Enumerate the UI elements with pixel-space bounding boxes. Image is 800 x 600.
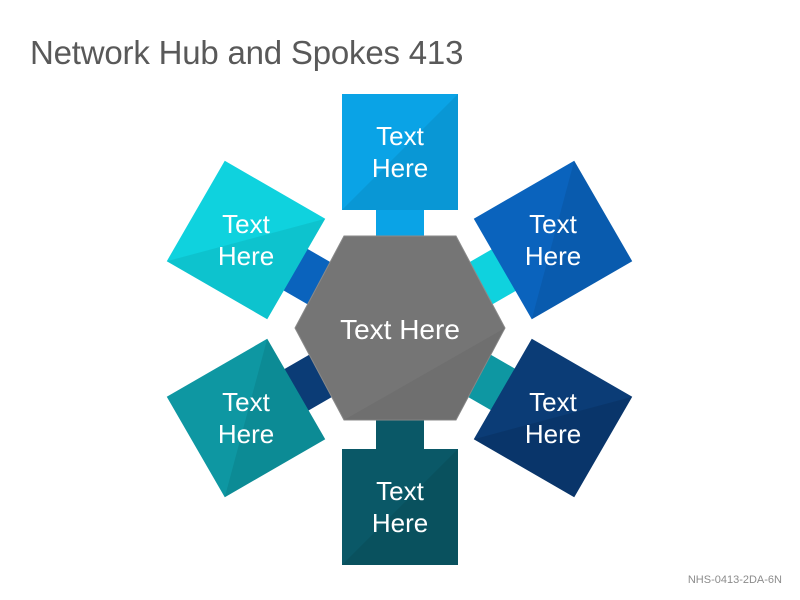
spoke-node-top: Text Here bbox=[342, 94, 458, 210]
spoke-label-lower-right-line-2: Here bbox=[525, 419, 581, 449]
spoke-label-upper-left-line-1: Text bbox=[222, 209, 270, 239]
spoke-node-upper-left: Text Here bbox=[166, 160, 326, 320]
hub-hexagon bbox=[294, 235, 506, 421]
page-title: Network Hub and Spokes 413 bbox=[30, 34, 464, 71]
spoke-label-upper-right-line-1: Text bbox=[529, 209, 577, 239]
spoke-node-lower-right: Text Here bbox=[473, 338, 633, 498]
hub-label: Text Here bbox=[340, 314, 460, 345]
hub-node: Text Here bbox=[294, 235, 506, 421]
spoke-label-top-line-2: Here bbox=[372, 153, 428, 183]
spoke-label-lower-right-line-1: Text bbox=[529, 387, 577, 417]
slide-code: NHS-0413-2DA-6N bbox=[687, 574, 782, 586]
spoke-label-bottom-line-2: Here bbox=[372, 508, 428, 538]
spoke-label-lower-left-line-2: Here bbox=[218, 419, 274, 449]
spoke-node-lower-left: Text Here bbox=[166, 338, 326, 498]
spoke-label-top-line-1: Text bbox=[376, 121, 424, 151]
spoke-label-upper-left-line-2: Here bbox=[218, 241, 274, 271]
spoke-label-bottom-line-1: Text bbox=[376, 476, 424, 506]
spoke-label-upper-right-line-2: Here bbox=[525, 241, 581, 271]
spoke-label-lower-left-line-1: Text bbox=[222, 387, 270, 417]
spoke-node-upper-right: Text Here bbox=[473, 160, 633, 320]
spoke-node-bottom: Text Here bbox=[342, 449, 458, 565]
